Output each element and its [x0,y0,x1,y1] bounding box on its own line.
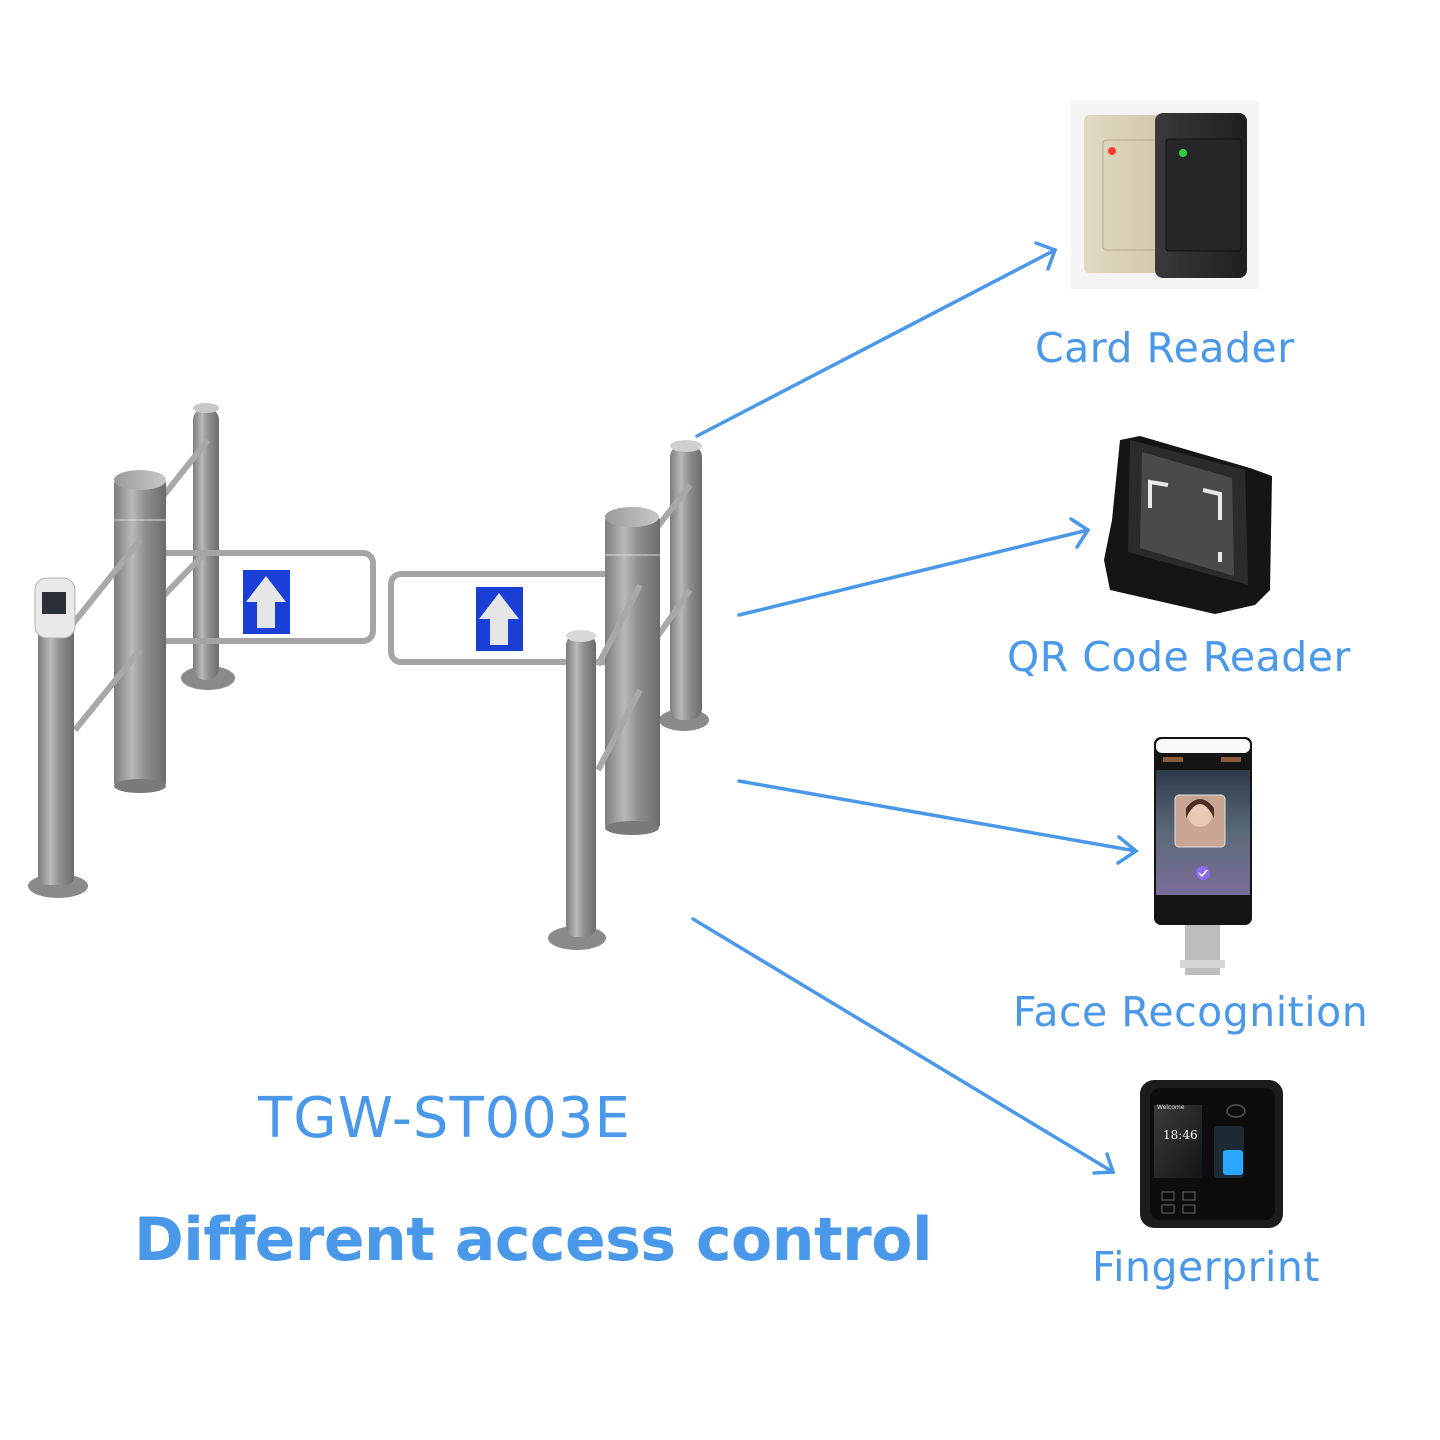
gate-post-back-right [659,440,709,731]
headline: Different access control [134,1205,933,1275]
device-label-card-reader: Card Reader [1035,324,1295,372]
led-green-icon [1179,149,1187,157]
fingerprint-sensor-icon [1223,1150,1243,1175]
qr-code-reader-image [1104,436,1272,614]
fingerprint-screen-time: 18:46 [1163,1128,1198,1142]
up-arrow-icon [246,576,286,628]
arrow-to-qr-code-reader [737,517,1091,617]
brace [652,483,693,532]
gate-post-back-left [181,403,235,690]
up-arrow-icon [479,593,519,645]
card-reader-image [1071,101,1259,289]
device-label-fingerprint: Fingerprint [1092,1243,1320,1291]
gate-post-front-left [28,577,88,898]
gate-pillar-right [605,507,660,835]
face-recognition-terminal-image [1154,737,1252,975]
gate-card-reader-panel [42,592,66,614]
product-model-label: TGW-ST003E [258,1086,631,1151]
gate-arm-left [152,550,376,644]
connector-arrows [691,241,1139,1175]
brace [595,583,643,667]
fingerprint-screen-welcome: Welcome [1157,1104,1185,1111]
swing-gate-turnstile [28,403,709,950]
arrow-to-fingerprint [691,917,1116,1175]
gate-post-front-right [548,630,606,950]
led-red-icon [1108,147,1116,155]
arrow-to-card-reader [695,241,1058,438]
verified-check-icon [1196,866,1210,880]
fingerprint-terminal-screen [1154,1105,1202,1178]
device-label-face-recognition: Face Recognition [1013,988,1369,1036]
arrow-to-face-recognition [737,779,1139,865]
brace [72,648,143,732]
fingerprint-terminal-image [1140,1080,1283,1228]
gate-pillar-left [114,470,166,793]
brace [652,588,693,642]
device-label-qr-code-reader: QR Code Reader [1007,633,1351,681]
brace [595,688,643,772]
